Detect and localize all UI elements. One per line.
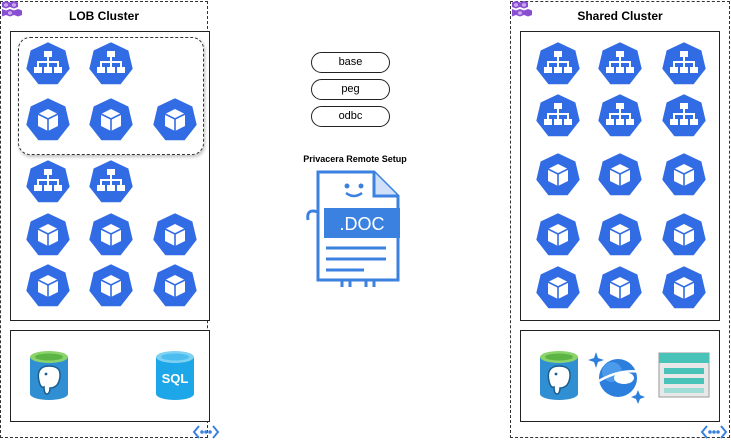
deployment-icon (87, 158, 135, 206)
pod-icon (151, 262, 199, 310)
pod-icon (596, 151, 644, 199)
pod-icon (660, 151, 708, 199)
connection-peg: peg (311, 79, 390, 100)
sql-database-icon: SQL (156, 351, 194, 400)
deployment-icon (596, 40, 644, 88)
postgresql-icon (28, 350, 70, 402)
pod-icon (596, 264, 644, 312)
postgresql-icon (538, 350, 580, 402)
deployment-icon (534, 92, 582, 140)
lob-workload-group (18, 37, 204, 155)
pod-icon (151, 211, 199, 259)
endpoint-icon-shared (700, 424, 728, 440)
deployment-icon (24, 40, 72, 88)
deployment-icon (660, 92, 708, 140)
storage-table-icon (658, 352, 710, 398)
pod-icon (660, 211, 708, 259)
remote-setup-title: Privacera Remote Setup (303, 154, 407, 164)
deployment-icon (24, 158, 72, 206)
pod-icon (24, 96, 72, 144)
pod-icon (87, 96, 135, 144)
connection-odbc: odbc (311, 106, 390, 127)
pod-icon (151, 96, 199, 144)
doc-label: .DOC (340, 214, 385, 234)
pod-icon (596, 211, 644, 259)
pod-icon (87, 262, 135, 310)
pod-icon (534, 211, 582, 259)
lob-cluster-title: LOB Cluster (68, 9, 139, 23)
aks-icon (512, 0, 532, 20)
connection-base: base (311, 52, 390, 73)
endpoint-icon-lob (192, 424, 220, 440)
pod-icon (24, 262, 72, 310)
cosmos-db-icon (588, 352, 645, 404)
sql-label: SQL (162, 371, 189, 386)
deployment-icon (596, 92, 644, 140)
deployment-icon (660, 40, 708, 88)
deployment-icon (534, 40, 582, 88)
pod-icon (534, 151, 582, 199)
deployment-icon (87, 40, 135, 88)
pod-icon (87, 211, 135, 259)
shared-cluster-title: Shared Cluster (577, 9, 663, 23)
pod-icon (660, 264, 708, 312)
pod-icon (24, 211, 72, 259)
doc-file-icon: .DOC (306, 170, 400, 287)
aks-icon (2, 0, 22, 20)
shared-cluster: Shared Cluster (510, 1, 730, 438)
pod-icon (534, 264, 582, 312)
